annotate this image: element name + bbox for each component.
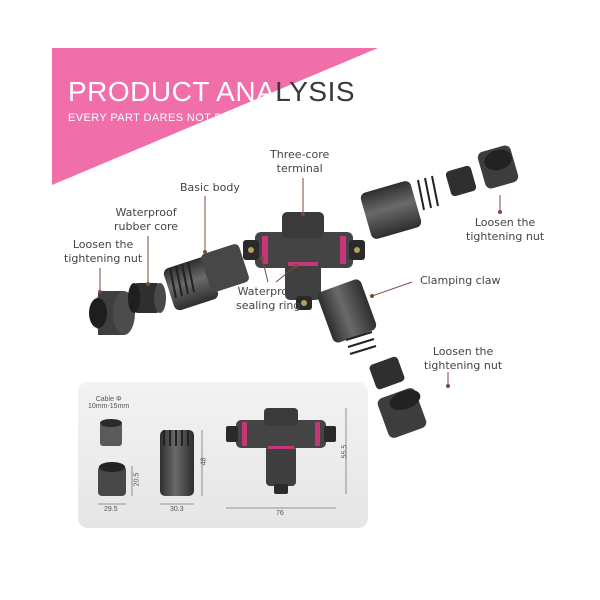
cable-diameter-label: Cable Φ 10mm-15mm — [88, 396, 130, 410]
bottom-nut — [377, 388, 427, 438]
callout-loosen-bottom: Loosen the tightening nut — [424, 345, 503, 372]
nut-width-label: 29.5 — [104, 506, 118, 513]
panel-body — [160, 430, 194, 496]
leader-clamping — [371, 281, 413, 297]
callout-waterproof-sealing-ring: Waterproof sealing ring — [236, 285, 301, 312]
callout-loosen-left: Loosen the tightening nut — [64, 238, 143, 265]
panel-nut-bottom — [98, 462, 126, 496]
nut-height-label: 20.5 — [133, 472, 141, 487]
right-nut — [477, 145, 519, 189]
banner-title-lead: PRODUCT ANA — [68, 76, 276, 107]
tee-width-label: 76 — [276, 510, 284, 517]
banner-title: PRODUCT ANALYSIS — [68, 76, 355, 108]
pink-banner — [52, 48, 378, 185]
body-height-label: 48 — [200, 457, 208, 466]
callout-clamping-claw: Clamping claw — [420, 274, 501, 287]
bottom-basic-body — [317, 279, 377, 355]
callout-loosen-right: Loosen the tightening nut — [466, 216, 545, 243]
leader-seal-2 — [275, 265, 297, 283]
callout-basic-body: Basic body — [180, 181, 240, 194]
callout-waterproof-rubber-core: Waterproof rubber core — [114, 206, 179, 233]
tee-junction — [243, 212, 365, 310]
panel-nut-top — [100, 419, 122, 446]
right-basic-body — [360, 175, 439, 239]
banner-title-tail: LYSIS — [275, 76, 356, 107]
left-basic-body — [163, 244, 249, 311]
bottom-rubber-core — [369, 356, 405, 390]
panel-tee — [226, 408, 336, 494]
tee-height-label: 55.5 — [341, 444, 349, 459]
right-rubber-core — [445, 165, 477, 197]
leader-seal-1 — [261, 257, 269, 283]
banner-subtitle: EVERY PART DARES NOT BE NEGLECTED — [68, 112, 305, 124]
callout-three-core-terminal: Three-core terminal — [270, 148, 330, 175]
body-width-label: 30.3 — [170, 506, 184, 513]
left-rubber-core — [128, 283, 166, 313]
